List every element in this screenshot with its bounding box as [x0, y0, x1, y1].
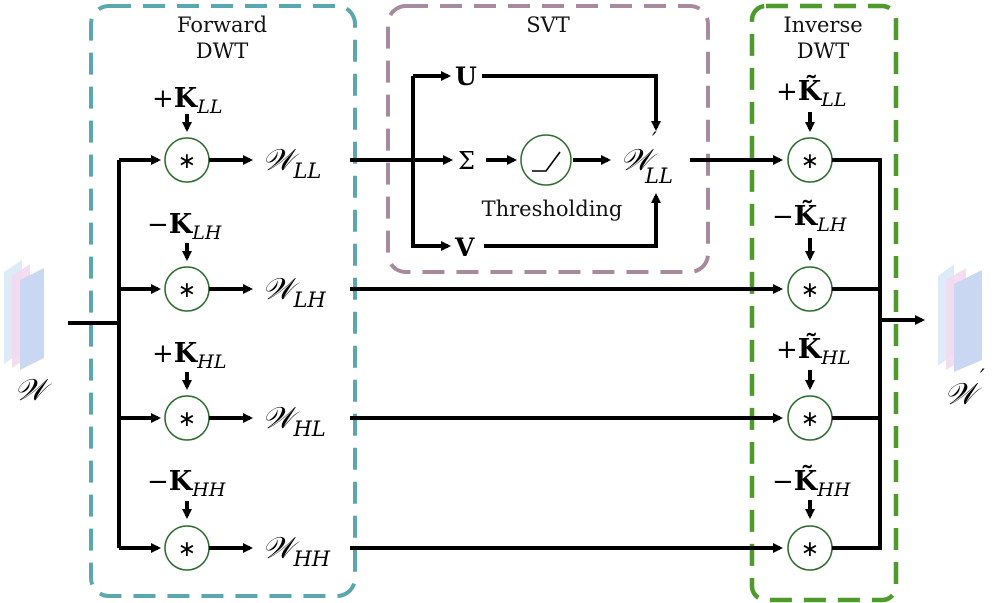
svg-text:+K̃HL: +K̃HL [776, 332, 850, 369]
inverse-dwt-block [749, 3, 899, 603]
subband-hh: 𝒲HH [262, 531, 331, 571]
inverse-kernel-lh: −K̃LH [772, 199, 847, 236]
svt-u-label: U [455, 62, 477, 91]
svg-text:+KHL: +KHL [152, 338, 226, 373]
svg-text:LL: LL [644, 164, 673, 188]
inverse-conv-node-lh: ∗ [787, 266, 833, 312]
svg-text:𝒲HH: 𝒲HH [262, 531, 331, 571]
svg-text:−KHH: −KHH [147, 466, 226, 501]
forward-conv-node-ll: ∗ [164, 137, 210, 183]
subband-ll: 𝒲LL [262, 143, 321, 183]
input-feature-stack-icon [4, 260, 44, 370]
svt-title: SVT [526, 13, 570, 37]
input-symbol: 𝒲 [14, 373, 52, 408]
svg-text:∗: ∗ [801, 407, 819, 432]
threshold-icon [520, 134, 572, 186]
forward-title-line2: DWT [196, 39, 248, 63]
forward-title-line1: Forward [177, 13, 267, 37]
forward-dwt-block [89, 4, 357, 598]
svg-text:∗: ∗ [801, 537, 819, 562]
forward-conv-node-hl: ∗ [164, 395, 210, 441]
inverse-kernel-hh: −K̃HH [772, 464, 851, 501]
svg-text:+K̃LL: +K̃LL [776, 74, 847, 111]
inverse-conv-node-ll: ∗ [787, 137, 833, 183]
output-symbol: 𝒲 [944, 377, 982, 412]
inverse-title-line2: DWT [797, 39, 849, 63]
forward-conv-node-hh: ∗ [164, 525, 210, 571]
svg-text:∗: ∗ [178, 407, 196, 432]
svg-text:−K̃LH: −K̃LH [772, 199, 847, 236]
inverse-conv-node-hh: ∗ [787, 525, 833, 571]
inverse-kernel-hl: +K̃HL [776, 332, 850, 369]
subband-hl: 𝒲HL [262, 401, 326, 441]
svg-text:+KLL: +KLL [152, 83, 223, 118]
v-to-output-wire [484, 193, 661, 248]
inverse-kernel-ll: +K̃LL [776, 74, 847, 111]
inverse-title-line1: Inverse [783, 13, 862, 37]
svg-text:−K̃HH: −K̃HH [772, 464, 851, 501]
svt-v-label: V [454, 233, 475, 262]
svt-sigma-label: Σ [458, 147, 475, 175]
svg-text:∗: ∗ [178, 278, 196, 303]
forward-kernel-hh: −KHH [147, 466, 226, 501]
u-to-output-wire [482, 74, 661, 131]
forward-kernel-lh: −KLH [147, 209, 222, 244]
svg-text:′: ′ [652, 128, 657, 152]
svg-text:𝒲LH: 𝒲LH [262, 272, 326, 312]
svg-text:∗: ∗ [178, 537, 196, 562]
output-feature-stack-icon [938, 264, 982, 372]
svg-text:−KLH: −KLH [147, 209, 222, 244]
forward-conv-node-lh: ∗ [164, 266, 210, 312]
svg-text:𝒲HL: 𝒲HL [262, 401, 326, 441]
svg-text:∗: ∗ [801, 149, 819, 174]
svg-text:∗: ∗ [178, 149, 196, 174]
svt-block [386, 4, 710, 274]
inverse-conv-node-hl: ∗ [787, 395, 833, 441]
output-prime: ′ [980, 365, 985, 389]
svg-text:𝒲LL: 𝒲LL [262, 143, 321, 183]
svg-text:∗: ∗ [801, 278, 819, 303]
forward-kernel-ll: +KLL [152, 83, 223, 118]
thresholding-label: Thresholding [482, 197, 623, 221]
forward-kernel-hl: +KHL [152, 338, 226, 373]
svt-output-label: 𝒲 LL ′ [620, 128, 673, 188]
subband-lh: 𝒲LH [262, 272, 326, 312]
